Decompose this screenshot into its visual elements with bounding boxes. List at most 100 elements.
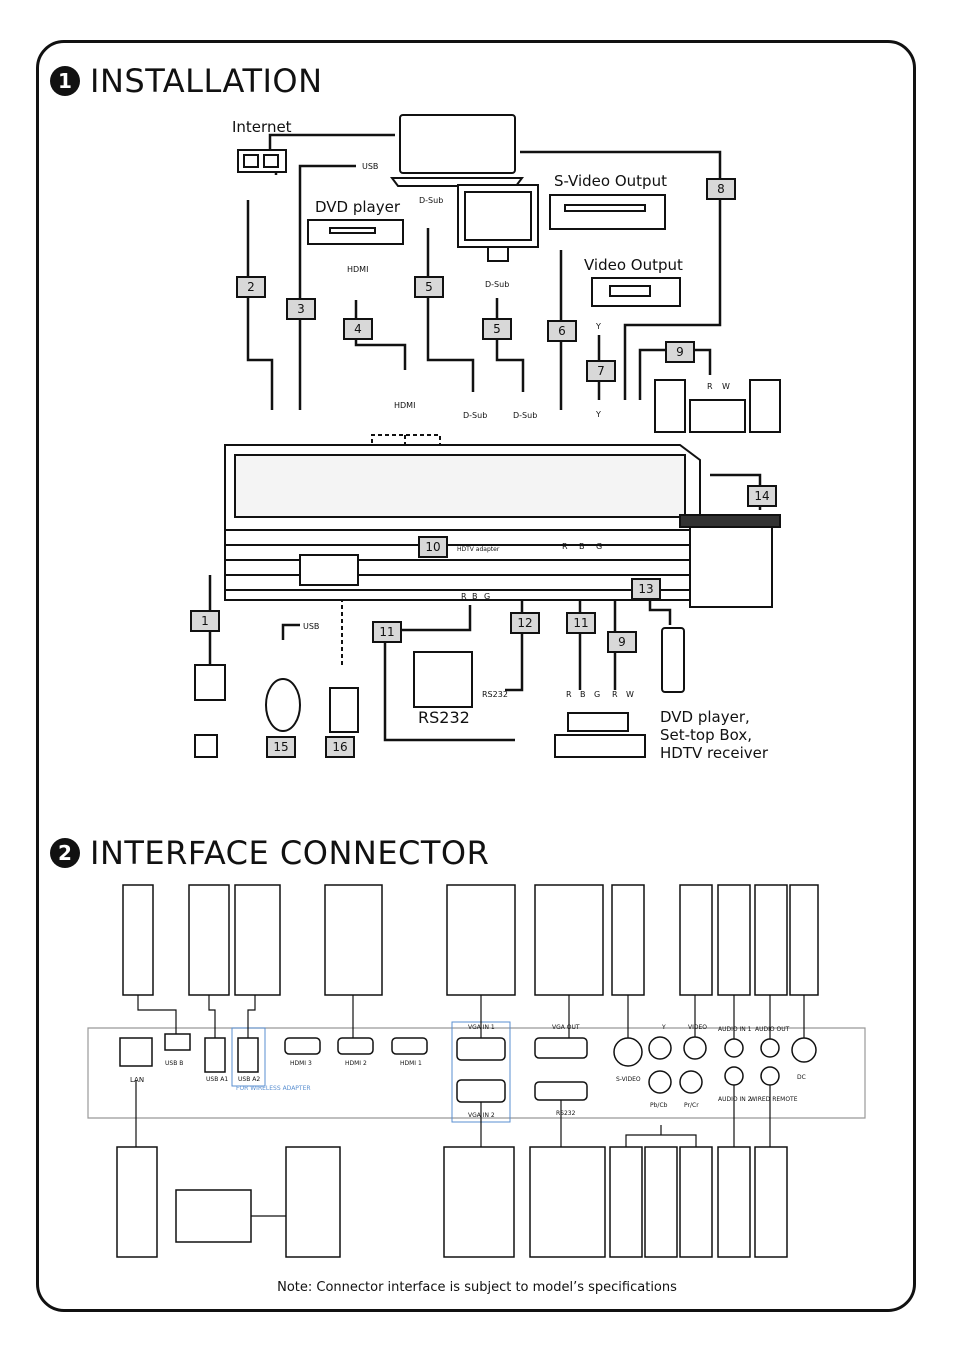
plug-y: Y — [596, 410, 601, 419]
port-usb-a2: USB A2 — [238, 1076, 261, 1083]
plug-w: W — [626, 690, 634, 699]
plug-hdmi-top: HDMI — [347, 265, 369, 274]
projector — [224, 444, 701, 601]
section-installation-heading: 1 INSTALLATION — [50, 62, 323, 100]
plug-hdmi-bottom: HDMI — [394, 401, 416, 410]
connector-panel — [87, 1027, 866, 1119]
section-number: 2 — [50, 838, 80, 868]
plug-b: B — [580, 690, 586, 699]
plug-r: R — [566, 690, 572, 699]
port-pr-cr: Pr/Cr — [684, 1102, 699, 1109]
cable-badge-10: 10 — [418, 536, 448, 558]
port-hdmi2: HDMI 2 — [345, 1060, 367, 1067]
plug-g: G — [594, 690, 601, 699]
port-pb-cb: Pb/Cb — [650, 1102, 668, 1109]
cable-8 — [520, 150, 722, 400]
internet-socket — [237, 149, 287, 173]
usb-stick — [329, 687, 359, 733]
port-lan: LAN — [130, 1076, 145, 1084]
video-device — [591, 277, 681, 307]
cable-badge-11: 11 — [566, 612, 596, 634]
section-interface-heading: 2 INTERFACE CONNECTOR — [50, 834, 489, 872]
plug-w: W — [722, 382, 730, 391]
plug-usb: USB — [303, 622, 320, 631]
section-number: 1 — [50, 66, 80, 96]
screen — [679, 514, 781, 608]
settop-box — [554, 712, 646, 758]
port-hdmi1: HDMI 1 — [400, 1060, 422, 1067]
mouse — [265, 678, 301, 732]
rs232-device — [413, 651, 473, 708]
port-audio-in1: AUDIO IN 1 — [718, 1026, 752, 1033]
plug-dsub: D-Sub — [485, 280, 510, 289]
label-dvd-player: DVD player — [315, 198, 401, 216]
plug-b: B — [472, 592, 478, 601]
port-wireless: FOR WIRELESS ADAPTER — [236, 1085, 311, 1092]
cable-badge-3: 3 — [286, 298, 316, 320]
monitor — [457, 184, 539, 262]
cable-badge-15: 15 — [266, 736, 296, 758]
cable-badge-2: 2 — [236, 276, 266, 298]
plug-rs232: RS232 — [482, 690, 508, 699]
label-dvd-settop-3: HDTV receiver — [660, 744, 769, 762]
section-title: INTERFACE CONNECTOR — [90, 834, 490, 872]
cable-15 — [281, 623, 300, 640]
cable-5a — [426, 228, 475, 392]
port-vga-in1: VGA IN 1 — [468, 1024, 495, 1031]
plug-y: Y — [596, 322, 601, 331]
label-video-output: Video Output — [584, 256, 683, 274]
plug-dsub: D-Sub — [419, 196, 444, 205]
cable-badge-12: 12 — [510, 612, 540, 634]
cable-badge-1: 1 — [190, 610, 220, 632]
cable-5b — [495, 298, 525, 392]
cable-badge-8: 8 — [706, 178, 736, 200]
cable-badge-5: 5 — [414, 276, 444, 298]
port-usb-a1: USB A1 — [206, 1076, 229, 1083]
cable-badge-13: 13 — [631, 578, 661, 600]
cable-badge-14: 14 — [747, 485, 777, 507]
port-y: Y — [662, 1024, 666, 1031]
cable-badge-16: 16 — [325, 736, 355, 758]
label-dvd-settop-2: Set-top Box, — [660, 726, 753, 744]
label-svideo-output: S-Video Output — [554, 172, 667, 190]
plug-g: G — [484, 592, 491, 601]
port-audio-in2: AUDIO IN 2 — [718, 1096, 752, 1103]
cable-badge-5: 5 — [482, 318, 512, 340]
footnote: Note: Connector interface is subject to … — [277, 1280, 677, 1295]
plug-g: G — [596, 542, 603, 551]
remote — [661, 627, 685, 693]
port-video: VIDEO — [688, 1024, 708, 1031]
port-usb-b: USB B — [165, 1060, 184, 1067]
power-plug — [194, 664, 226, 758]
plug-usb: USB — [362, 162, 379, 171]
plug-r: R — [707, 382, 713, 391]
cable-badge-9: 9 — [665, 341, 695, 363]
page-frame — [36, 40, 916, 1312]
port-wired-remote: WIRED REMOTE — [750, 1096, 798, 1103]
plug-dsub: D-Sub — [513, 411, 538, 420]
cable-badge-7: 7 — [586, 360, 616, 382]
laptop — [390, 114, 524, 187]
port-vga-in2: VGA IN 2 — [468, 1112, 495, 1119]
port-rs232: RS232 — [556, 1110, 576, 1117]
cable-badge-4: 4 — [343, 318, 373, 340]
label-dvd-settop-1: DVD player, — [660, 708, 750, 726]
plug-dsub: D-Sub — [463, 411, 488, 420]
plug-r: R — [461, 592, 467, 601]
section-title: INSTALLATION — [90, 62, 323, 100]
plug-r: R — [562, 542, 568, 551]
port-dc: DC — [797, 1074, 806, 1081]
dvd-player — [307, 219, 404, 245]
plug-hdtv-adapter: HDTV adapter — [457, 546, 500, 553]
port-audio-out: AUDIO OUT — [755, 1026, 790, 1033]
label-rs232: RS232 — [418, 708, 470, 727]
label-internet: Internet — [232, 118, 292, 136]
port-vga-out: VGA OUT — [552, 1024, 580, 1031]
cable-badge-9: 9 — [607, 631, 637, 653]
port-hdmi3: HDMI 3 — [290, 1060, 312, 1067]
speakers — [654, 379, 781, 433]
cable-internet — [268, 133, 395, 150]
cable-badge-11: 11 — [372, 621, 402, 643]
plug-r: R — [612, 690, 618, 699]
